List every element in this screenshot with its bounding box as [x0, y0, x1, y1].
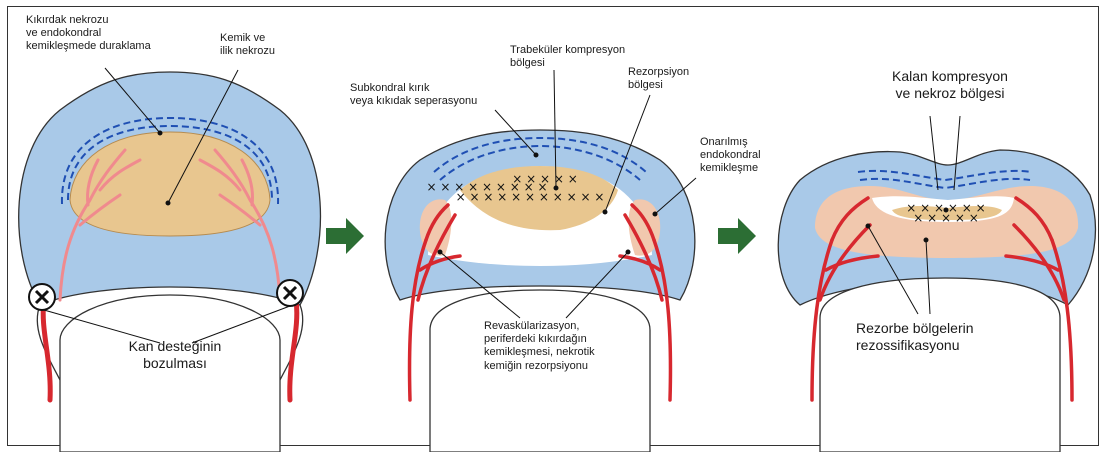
label-resorption-zone: Rezorpsiyon bölgesi [628, 66, 689, 92]
svg-text:× × × × ×: × × × × × [913, 211, 979, 225]
label-reossification: Rezorbe bölgelerin rezossifikasyonu [856, 320, 974, 354]
panel-2-femoral-head: × × × × × × × × × × × × × × × × × × × × … [385, 70, 696, 452]
x-circle-icon [29, 284, 55, 310]
arrow-right-icon [718, 218, 756, 254]
compression-marks-3: × × × × × × × × × × × [906, 201, 985, 225]
panel-3-femoral-head: × × × × × × × × × × × [778, 116, 1095, 452]
label-trabecular-compression: Trabeküler kompresyon bölgesi [510, 44, 625, 70]
label-blood-supply: Kan desteğinin bozulması [110, 338, 240, 372]
svg-text:× × × × ×: × × × × × [512, 172, 578, 186]
svg-text:× × × × × × × × × × ×: × × × × × × × × × × × [456, 190, 605, 204]
label-cartilage-necrosis: Kıkırdak nekrozu ve endokondral kemikleş… [26, 14, 176, 54]
label-subchondral-fracture: Subkondral kırık veya kıkıdak seperasyon… [350, 82, 477, 108]
label-bone-necrosis: Kemik ve ilik nekrozu [220, 32, 275, 58]
bone-shaft-1 [60, 295, 280, 452]
x-circle-icon [277, 280, 303, 306]
panel-1-femoral-head [19, 68, 321, 452]
label-remaining-compression: Kalan kompresyon ve nekroz bölgesi [855, 68, 1045, 102]
label-revascularization: Revaskülarizasyon, periferdeki kıkırdağı… [484, 320, 595, 373]
arrow-right-icon [326, 218, 364, 254]
bone-shaft-3 [820, 278, 1060, 452]
label-repaired-ossification: Onarılmış endokondral kemikleşme [700, 136, 761, 176]
